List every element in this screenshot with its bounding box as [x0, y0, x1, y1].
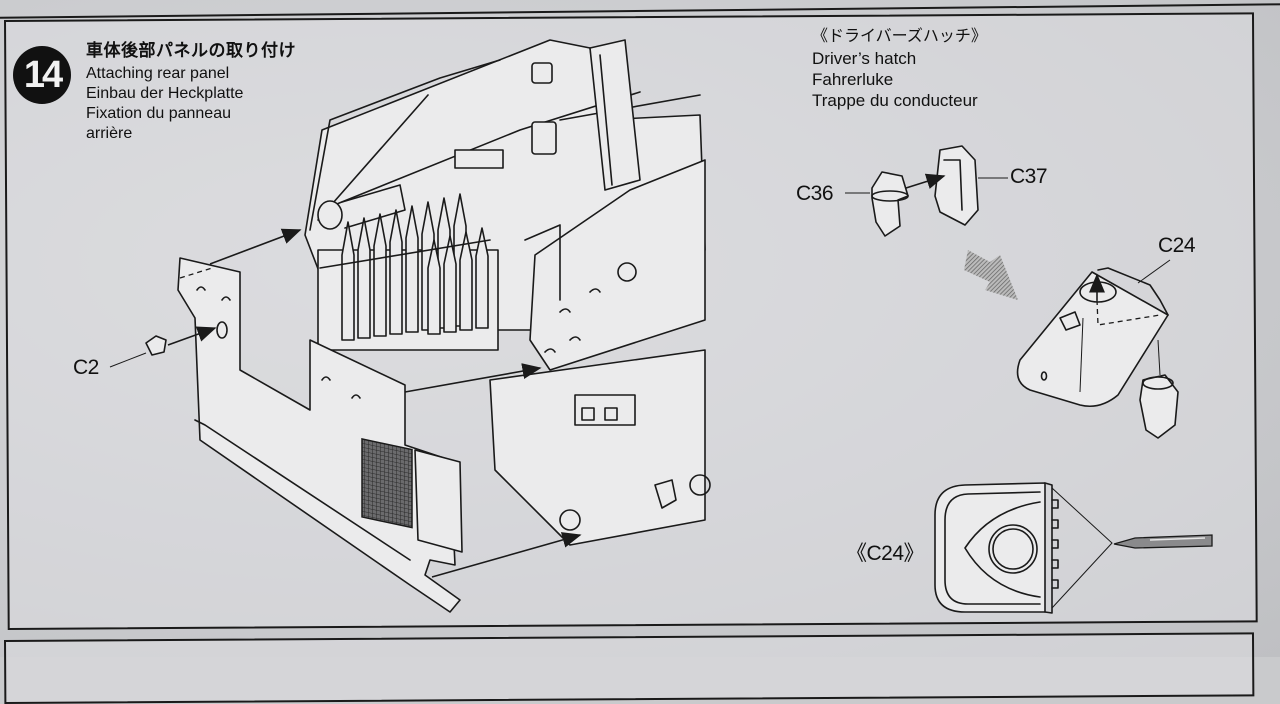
assembly-illustration — [109, 39, 1213, 614]
big-assembly-arrow-icon — [964, 250, 1018, 300]
part-c36-installed — [1139, 374, 1179, 439]
step-title-japanese: 車体後部パネルの取り付け — [86, 41, 296, 60]
driver-hatch-title-english: Driver’s hatch — [812, 49, 917, 68]
part-c24-hatch — [1016, 259, 1171, 408]
step-title-french: Fixation du panneau — [86, 105, 231, 122]
part-label-c36: C36 — [796, 182, 834, 205]
driver-hatch-title-german: Fahrerluke — [812, 70, 894, 89]
step-title-english: Attaching rear panel — [86, 65, 230, 82]
part-label-c37: C37 — [1010, 165, 1048, 188]
ammo-rack — [317, 184, 499, 351]
c24-detail-view — [934, 482, 1213, 614]
driver-hatch-title-french: Trappe du conducteur — [812, 91, 978, 110]
part-label-c24: C24 — [1158, 234, 1196, 257]
step-title: 車体後部パネルの取り付け Attaching rear panel Einbau… — [86, 36, 296, 144]
part-c37 — [934, 145, 1008, 226]
hobby-knife-icon — [1113, 534, 1213, 549]
step-title-german: Einbau der Heckplatte — [86, 85, 244, 102]
driver-hatch-title: 《ドライバーズハッチ》 Driver’s hatch Fahrerluke Tr… — [812, 22, 987, 111]
part-c36 — [845, 171, 909, 237]
driver-hatch-title-japanese: 《ドライバーズハッチ》 — [812, 28, 987, 45]
step-number-badge: 14 — [13, 46, 71, 104]
assembly-arrows — [167, 228, 582, 578]
c36-to-c37-arrow — [905, 173, 946, 189]
part-label-c2: C2 — [73, 356, 99, 379]
hull-interior — [304, 39, 711, 546]
part-c2 — [109, 335, 167, 368]
rear-panel — [177, 257, 463, 613]
step-title-french-cont: arrière — [86, 125, 133, 142]
part-label-c24-detail: 《C24》 — [846, 542, 925, 565]
